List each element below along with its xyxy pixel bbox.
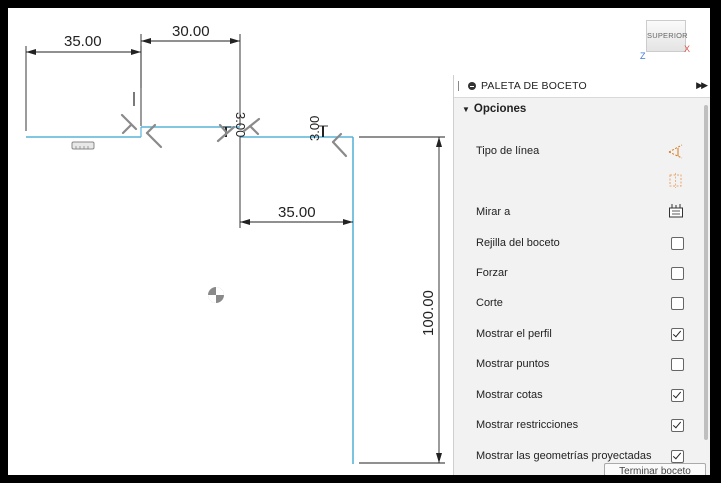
z-axis-label: Z	[640, 51, 646, 61]
dimension-label-3-b[interactable]: 3.00	[307, 116, 322, 141]
finish-sketch-button[interactable]: Terminar boceto	[604, 463, 706, 475]
dimension-label-35-left[interactable]: 35.00	[64, 33, 102, 50]
rejilla-checkbox[interactable]	[671, 237, 684, 250]
row-label: Tipo de línea	[476, 145, 540, 157]
x-axis-label: X	[683, 44, 690, 54]
palette-drag-handle[interactable]	[458, 81, 463, 91]
perpendicular-constraint-icon[interactable]	[145, 123, 163, 149]
row-label: Mostrar el perfil	[476, 328, 552, 340]
row-corte[interactable]: Corte	[454, 288, 694, 318]
palette-scrollbar[interactable]	[704, 105, 708, 440]
row-rejilla-del-boceto[interactable]: Rejilla del boceto	[454, 228, 694, 258]
section-title: Opciones	[473, 103, 527, 115]
perpendicular-constraint-icon[interactable]	[242, 117, 261, 136]
row-mostrar-geometrias-proyectadas[interactable]: Mostrar las geometrías proyectadas	[454, 441, 694, 471]
sketch-palette[interactable]: PALETA DE BOCETO ▶▶ ▼ Opciones Tipo de l…	[453, 75, 710, 475]
palette-title: PALETA DE BOCETO	[481, 80, 587, 92]
mostrar-cotas-checkbox[interactable]	[671, 389, 684, 402]
sketch-canvas[interactable]: 35.00 30.00 3.00 3.00 35.00 100.00	[8, 8, 710, 475]
mostrar-perfil-checkbox[interactable]	[671, 328, 684, 341]
section-collapse-icon[interactable]: ▼	[462, 104, 470, 114]
palette-header[interactable]: PALETA DE BOCETO ▶▶	[454, 75, 710, 98]
row-label: Corte	[476, 297, 503, 309]
mostrar-geometrias-checkbox[interactable]	[671, 450, 684, 463]
dimension-label-30[interactable]: 30.00	[172, 23, 210, 40]
row-mostrar-restricciones[interactable]: Mostrar restricciones	[454, 410, 694, 440]
view-cube-top-face[interactable]: SUPERIOR	[646, 20, 688, 52]
mostrar-restricciones-checkbox[interactable]	[671, 419, 684, 432]
row-centerline[interactable]	[454, 166, 694, 196]
dimension-horizontal-30[interactable]	[140, 34, 241, 126]
dimension-horizontal-35-middle[interactable]	[239, 137, 353, 228]
section-opciones[interactable]: ▼ Opciones	[454, 98, 710, 120]
collapse-palette-icon[interactable]	[468, 82, 476, 90]
row-label: Mostrar cotas	[476, 389, 543, 401]
construction-line-icon[interactable]	[668, 143, 684, 159]
look-at-icon[interactable]	[668, 203, 684, 219]
view-cube[interactable]: SUPERIOR X Z	[640, 18, 690, 64]
corte-checkbox[interactable]	[671, 297, 684, 310]
centerline-icon[interactable]	[668, 173, 684, 189]
row-label: Mirar a	[476, 206, 511, 218]
horizontal-constraint-icon[interactable]	[71, 141, 95, 150]
expand-palette-icon[interactable]: ▶▶	[696, 80, 708, 90]
row-label: Mostrar las geometrías proyectadas	[476, 450, 652, 462]
row-label: Forzar	[476, 267, 508, 279]
dimension-label-100[interactable]: 100.00	[420, 290, 437, 336]
row-label: Mostrar puntos	[476, 358, 550, 370]
row-mirar-a[interactable]: Mirar a	[454, 197, 694, 227]
row-mostrar-cotas[interactable]: Mostrar cotas	[454, 380, 694, 410]
perpendicular-constraint-icon[interactable]	[216, 123, 236, 143]
row-forzar[interactable]: Forzar	[454, 258, 694, 288]
sketch-drawing[interactable]: 35.00 30.00 3.00 3.00 35.00 100.00	[8, 8, 710, 475]
dimension-label-3-a[interactable]: 3.00	[233, 112, 248, 137]
row-label: Rejilla del boceto	[476, 237, 560, 249]
sketch-profile[interactable]	[26, 126, 354, 464]
dimension-vertical-100[interactable]	[359, 136, 445, 464]
mostrar-puntos-checkbox[interactable]	[671, 358, 684, 371]
dimension-label-35-middle[interactable]: 35.00	[278, 204, 316, 221]
dimension-vertical-3-b[interactable]	[318, 125, 328, 137]
perpendicular-constraint-icon[interactable]	[331, 132, 348, 158]
perpendicular-constraint-icon[interactable]	[120, 113, 138, 135]
row-label: Mostrar restricciones	[476, 419, 579, 431]
row-mostrar-el-perfil[interactable]: Mostrar el perfil	[454, 319, 694, 349]
origin-point-icon[interactable]	[208, 287, 224, 303]
row-mostrar-puntos[interactable]: Mostrar puntos	[454, 349, 694, 379]
forzar-checkbox[interactable]	[671, 267, 684, 280]
row-tipo-de-linea[interactable]: Tipo de línea	[454, 136, 694, 166]
